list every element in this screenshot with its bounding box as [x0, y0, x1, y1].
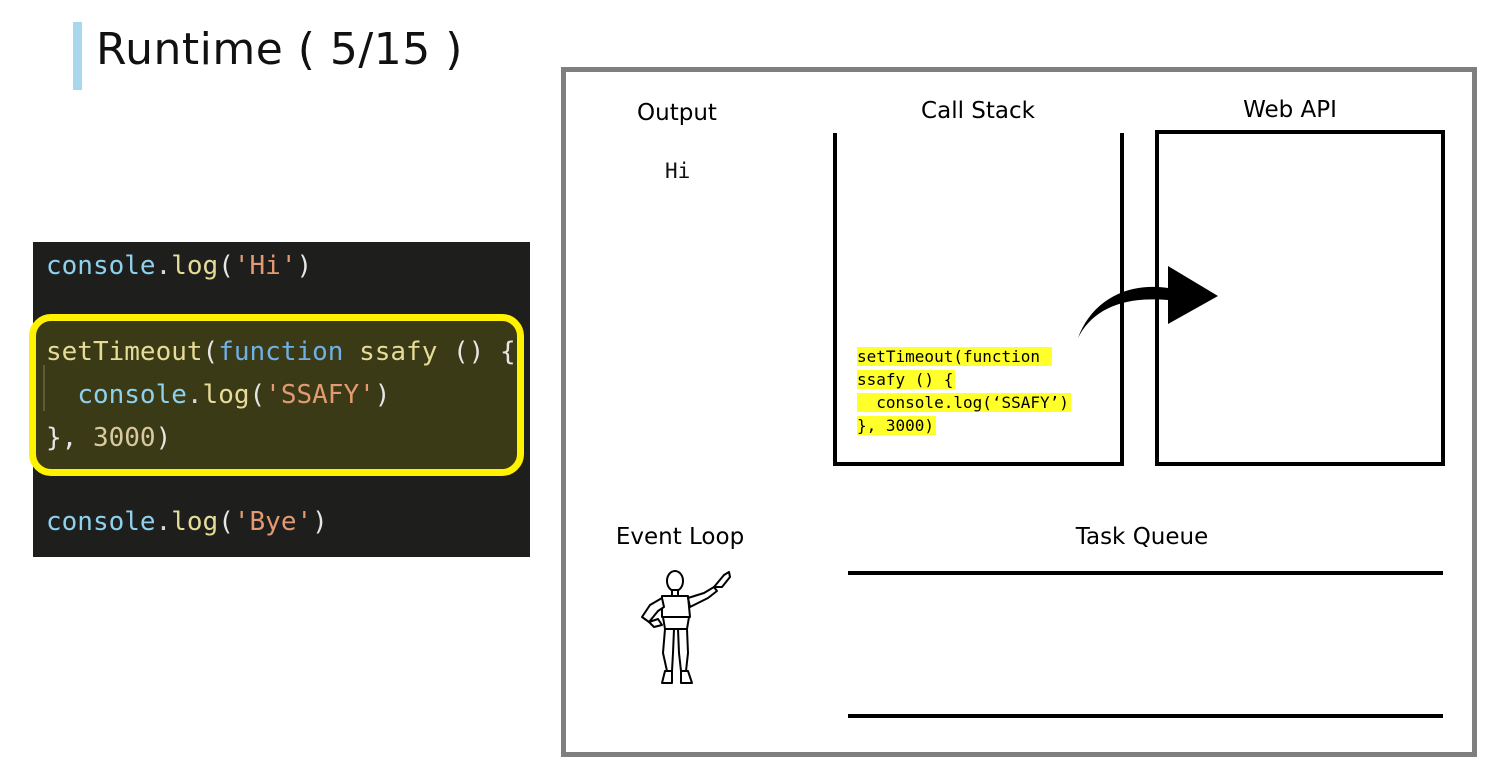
title-accent-bar	[73, 22, 82, 90]
code-editor: console.log('Hi') setTimeout(function ss…	[29, 242, 530, 557]
code-token: (	[218, 507, 234, 537]
stack-line: setTimeout(function	[857, 347, 1052, 366]
code-token: log	[202, 380, 250, 410]
code-token: )	[374, 380, 391, 410]
code-highlight-box	[29, 314, 524, 476]
code-line-5: console.log('Bye')	[46, 507, 328, 537]
code-line-4: }, 3000)	[46, 423, 171, 453]
code-token: () {	[453, 337, 516, 367]
code-token: console	[46, 251, 156, 281]
code-token: 'Hi'	[233, 251, 297, 281]
code-token: 'Bye'	[233, 507, 313, 537]
code-token	[46, 380, 77, 410]
indent-guide	[43, 365, 45, 411]
code-token: setTimeout	[46, 337, 203, 367]
code-line-1: console.log('Hi')	[46, 251, 312, 281]
output-label: Output	[637, 100, 717, 126]
code-token: log	[171, 507, 219, 537]
code-token: console	[46, 507, 156, 537]
web-api-label: Web API	[1243, 97, 1337, 123]
call-stack-floor	[833, 462, 1124, 466]
arrow-right-icon	[1078, 266, 1218, 338]
code-line-2: setTimeout(function ssafy () {	[46, 337, 516, 367]
code-token: (	[249, 380, 266, 410]
code-token: console	[77, 380, 187, 410]
code-token: )	[296, 251, 313, 281]
code-token: log	[171, 251, 219, 281]
stack-line: console.log(‘SSAFY’)	[857, 393, 1071, 412]
code-token: .	[155, 507, 172, 537]
code-token: 'SSAFY'	[265, 380, 375, 410]
output-text: Hi	[665, 159, 691, 183]
code-token: (	[202, 337, 219, 367]
call-stack-label: Call Stack	[921, 98, 1035, 124]
code-token: )	[312, 507, 328, 537]
code-token: 3000	[92, 423, 156, 453]
slide-title: Runtime ( 5/15 )	[96, 24, 463, 75]
stack-line: }, 3000)	[857, 416, 937, 435]
code-token: function	[218, 337, 344, 367]
code-token: },	[46, 423, 93, 453]
task-queue-bottom-line	[848, 714, 1443, 718]
code-token: .	[186, 380, 203, 410]
code-token: )	[155, 423, 172, 453]
event-loop-figure-icon	[641, 570, 731, 684]
call-stack-frame: setTimeout(function ssafy () { console.l…	[857, 345, 1071, 437]
task-queue-top-line	[848, 571, 1443, 575]
stack-line: ssafy () {	[857, 370, 956, 389]
task-queue-label: Task Queue	[1075, 524, 1209, 550]
code-token: ssafy	[343, 337, 454, 367]
call-stack-wall-left	[833, 133, 837, 466]
code-token: (	[218, 251, 234, 281]
code-token: .	[155, 251, 172, 281]
event-loop-label: Event Loop	[615, 524, 745, 550]
code-line-3: console.log('SSAFY')	[46, 380, 390, 410]
runtime-diagram-frame	[561, 67, 1477, 757]
